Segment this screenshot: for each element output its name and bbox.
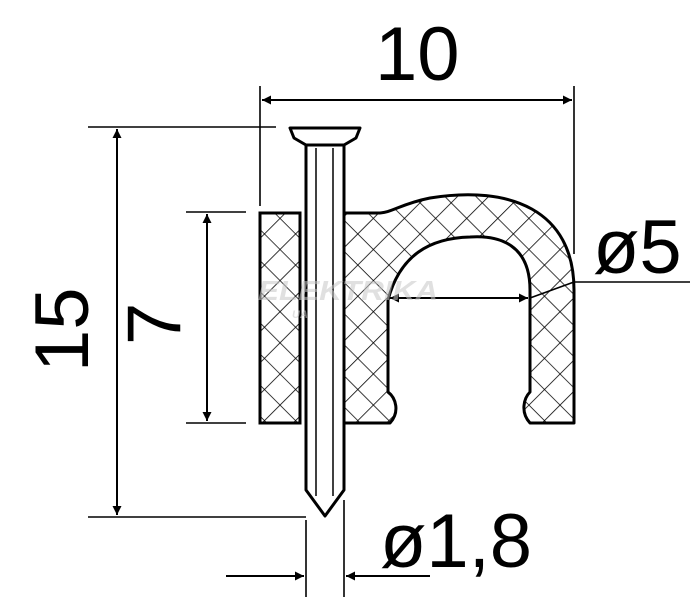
extension-lines — [88, 86, 690, 597]
inner-height-label: 7 — [112, 303, 197, 345]
watermark-suffix: UA — [292, 309, 308, 321]
nail — [288, 126, 362, 518]
width-label: 10 — [375, 12, 460, 97]
clip-loop-body — [340, 193, 576, 425]
watermark-brand: ELEKTRIKA — [258, 275, 438, 306]
nail-diameter-label: ø1,8 — [380, 499, 532, 584]
dimension-arrows — [112, 95, 572, 581]
loop-diameter-label: ø5 — [593, 205, 682, 290]
clip-left-block — [258, 211, 302, 425]
height-label: 15 — [20, 287, 105, 372]
